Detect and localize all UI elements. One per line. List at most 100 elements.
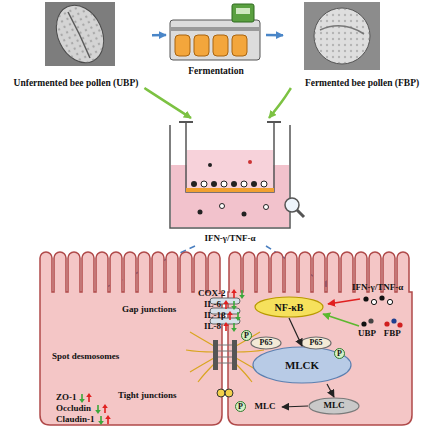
- decrease-arrow: [235, 312, 241, 321]
- fermenter-jar: [232, 35, 247, 56]
- connector-arrow: [269, 88, 291, 118]
- connector-arrow: [266, 34, 283, 37]
- cell-dot: [261, 181, 267, 187]
- tight-junction: [217, 389, 225, 397]
- node-ellipse: [253, 347, 351, 383]
- phospho-mark: P: [334, 348, 345, 359]
- stimulus-dot: [363, 296, 368, 301]
- subunit-oval: P65: [300, 336, 332, 350]
- insert-rim: [179, 121, 281, 123]
- node-ellipse: [251, 337, 281, 349]
- cell-dot: [231, 181, 237, 187]
- node-ellipse: [301, 337, 331, 349]
- fermenter-body: [170, 20, 260, 60]
- pathway-node: NF-κB: [254, 296, 324, 318]
- fbp-dot: [391, 318, 396, 323]
- epithelial-cell: [228, 252, 412, 425]
- treatment-label: UBP FBP: [358, 329, 401, 339]
- transwell-panel: IFN-γ/TNF-α: [165, 118, 295, 244]
- protein-node: MLC: [308, 397, 360, 415]
- stimulus-dot: [264, 205, 269, 210]
- treatment-arrow: [323, 314, 359, 326]
- fbp-dot: [384, 321, 389, 326]
- fermenter-display: [236, 8, 250, 14]
- connector-arrow: [144, 88, 191, 118]
- structure-label: Gap junctions: [122, 305, 176, 315]
- stimulus-dot: [208, 163, 212, 167]
- stimulus-dot: [371, 299, 376, 304]
- epithelial-cell: [40, 252, 222, 425]
- image-panel: Fermented bee pollen (FBP): [283, 0, 441, 88]
- structure-label: Tight junctions: [118, 391, 177, 401]
- node-label: P65: [260, 339, 273, 348]
- stimulus-dot: [387, 299, 392, 304]
- node-label: IFN-γ/TNF-α: [204, 234, 255, 244]
- node-label: MLC: [255, 402, 276, 412]
- structure-label: Spot desmosomes: [52, 352, 119, 362]
- magnifier-lens: [285, 198, 299, 212]
- decrease-arrow: [98, 416, 104, 425]
- pollen-texture: [314, 8, 370, 64]
- cytokine-label: IL-8: [204, 322, 221, 332]
- protein-label: Occludin: [56, 404, 91, 414]
- stimulus-arrow: [328, 299, 360, 304]
- cytokine-label: IL-6: [204, 300, 221, 310]
- node-label: Unfermented bee pollen (UBP): [14, 78, 139, 88]
- tight-junction: [225, 389, 233, 397]
- desmosome-link: [218, 345, 232, 363]
- node-label: NF-κB: [275, 302, 304, 313]
- node-label: P65: [310, 339, 323, 348]
- cell-dot: [211, 181, 217, 187]
- magnifier-handle: [297, 210, 304, 217]
- decrease-arrow: [95, 405, 101, 414]
- cell-dot: [201, 181, 207, 187]
- phospho-mark: P: [241, 330, 252, 341]
- cell-dot: [191, 181, 197, 187]
- pollen-furrow: [320, 26, 364, 34]
- keratin-filament: [186, 332, 264, 382]
- increase-arrow: [231, 289, 237, 298]
- node-label: Fermentation: [188, 66, 243, 76]
- subunit-oval: P65: [250, 336, 282, 350]
- connector-arrow: [282, 406, 308, 407]
- increase-arrow: [105, 415, 111, 424]
- decrease-arrow: [239, 290, 245, 299]
- connector-arrow: [289, 318, 302, 346]
- increase-arrow: [102, 404, 108, 413]
- fermenter-jar: [175, 35, 190, 56]
- protein-label: Claudin-1: [56, 415, 95, 425]
- stimulus-dot: [220, 204, 225, 209]
- fbp-dot: [397, 322, 402, 327]
- pollen-texture: [47, 0, 112, 70]
- cytokine-label: IL-1β: [204, 311, 226, 321]
- node-label: Fermented bee pollen (FBP): [305, 78, 419, 88]
- increase-arrow: [86, 393, 92, 402]
- cytokine-label: COX-2: [198, 289, 226, 299]
- transwell-insert: [186, 122, 274, 192]
- fermenter-jar: [194, 35, 209, 56]
- decrease-arrow: [231, 323, 237, 332]
- fermenter-jar: [213, 35, 228, 56]
- fermenter-rail: [170, 27, 260, 31]
- increase-arrow: [223, 300, 229, 309]
- desmosome-plaque: [232, 340, 237, 370]
- decrease-arrow: [79, 394, 85, 403]
- insert-medium: [187, 150, 273, 188]
- image-panel: Unfermented bee pollen (UBP): [0, 0, 152, 88]
- node-label: MLC: [324, 401, 345, 411]
- cell-dot: [251, 181, 257, 187]
- ubp-dot: [368, 318, 373, 323]
- connector-arrow: [152, 34, 166, 37]
- pollen-grain: [47, 0, 112, 70]
- stimulus-dot: [248, 160, 252, 164]
- desmosome-plaque: [213, 340, 218, 370]
- increase-arrow: [227, 311, 233, 320]
- node-label: MLCK: [285, 359, 319, 371]
- node-ellipse: [309, 398, 359, 414]
- cell-dot: [221, 181, 227, 187]
- increase-arrow: [223, 322, 229, 331]
- stimulus-dot: [242, 212, 247, 217]
